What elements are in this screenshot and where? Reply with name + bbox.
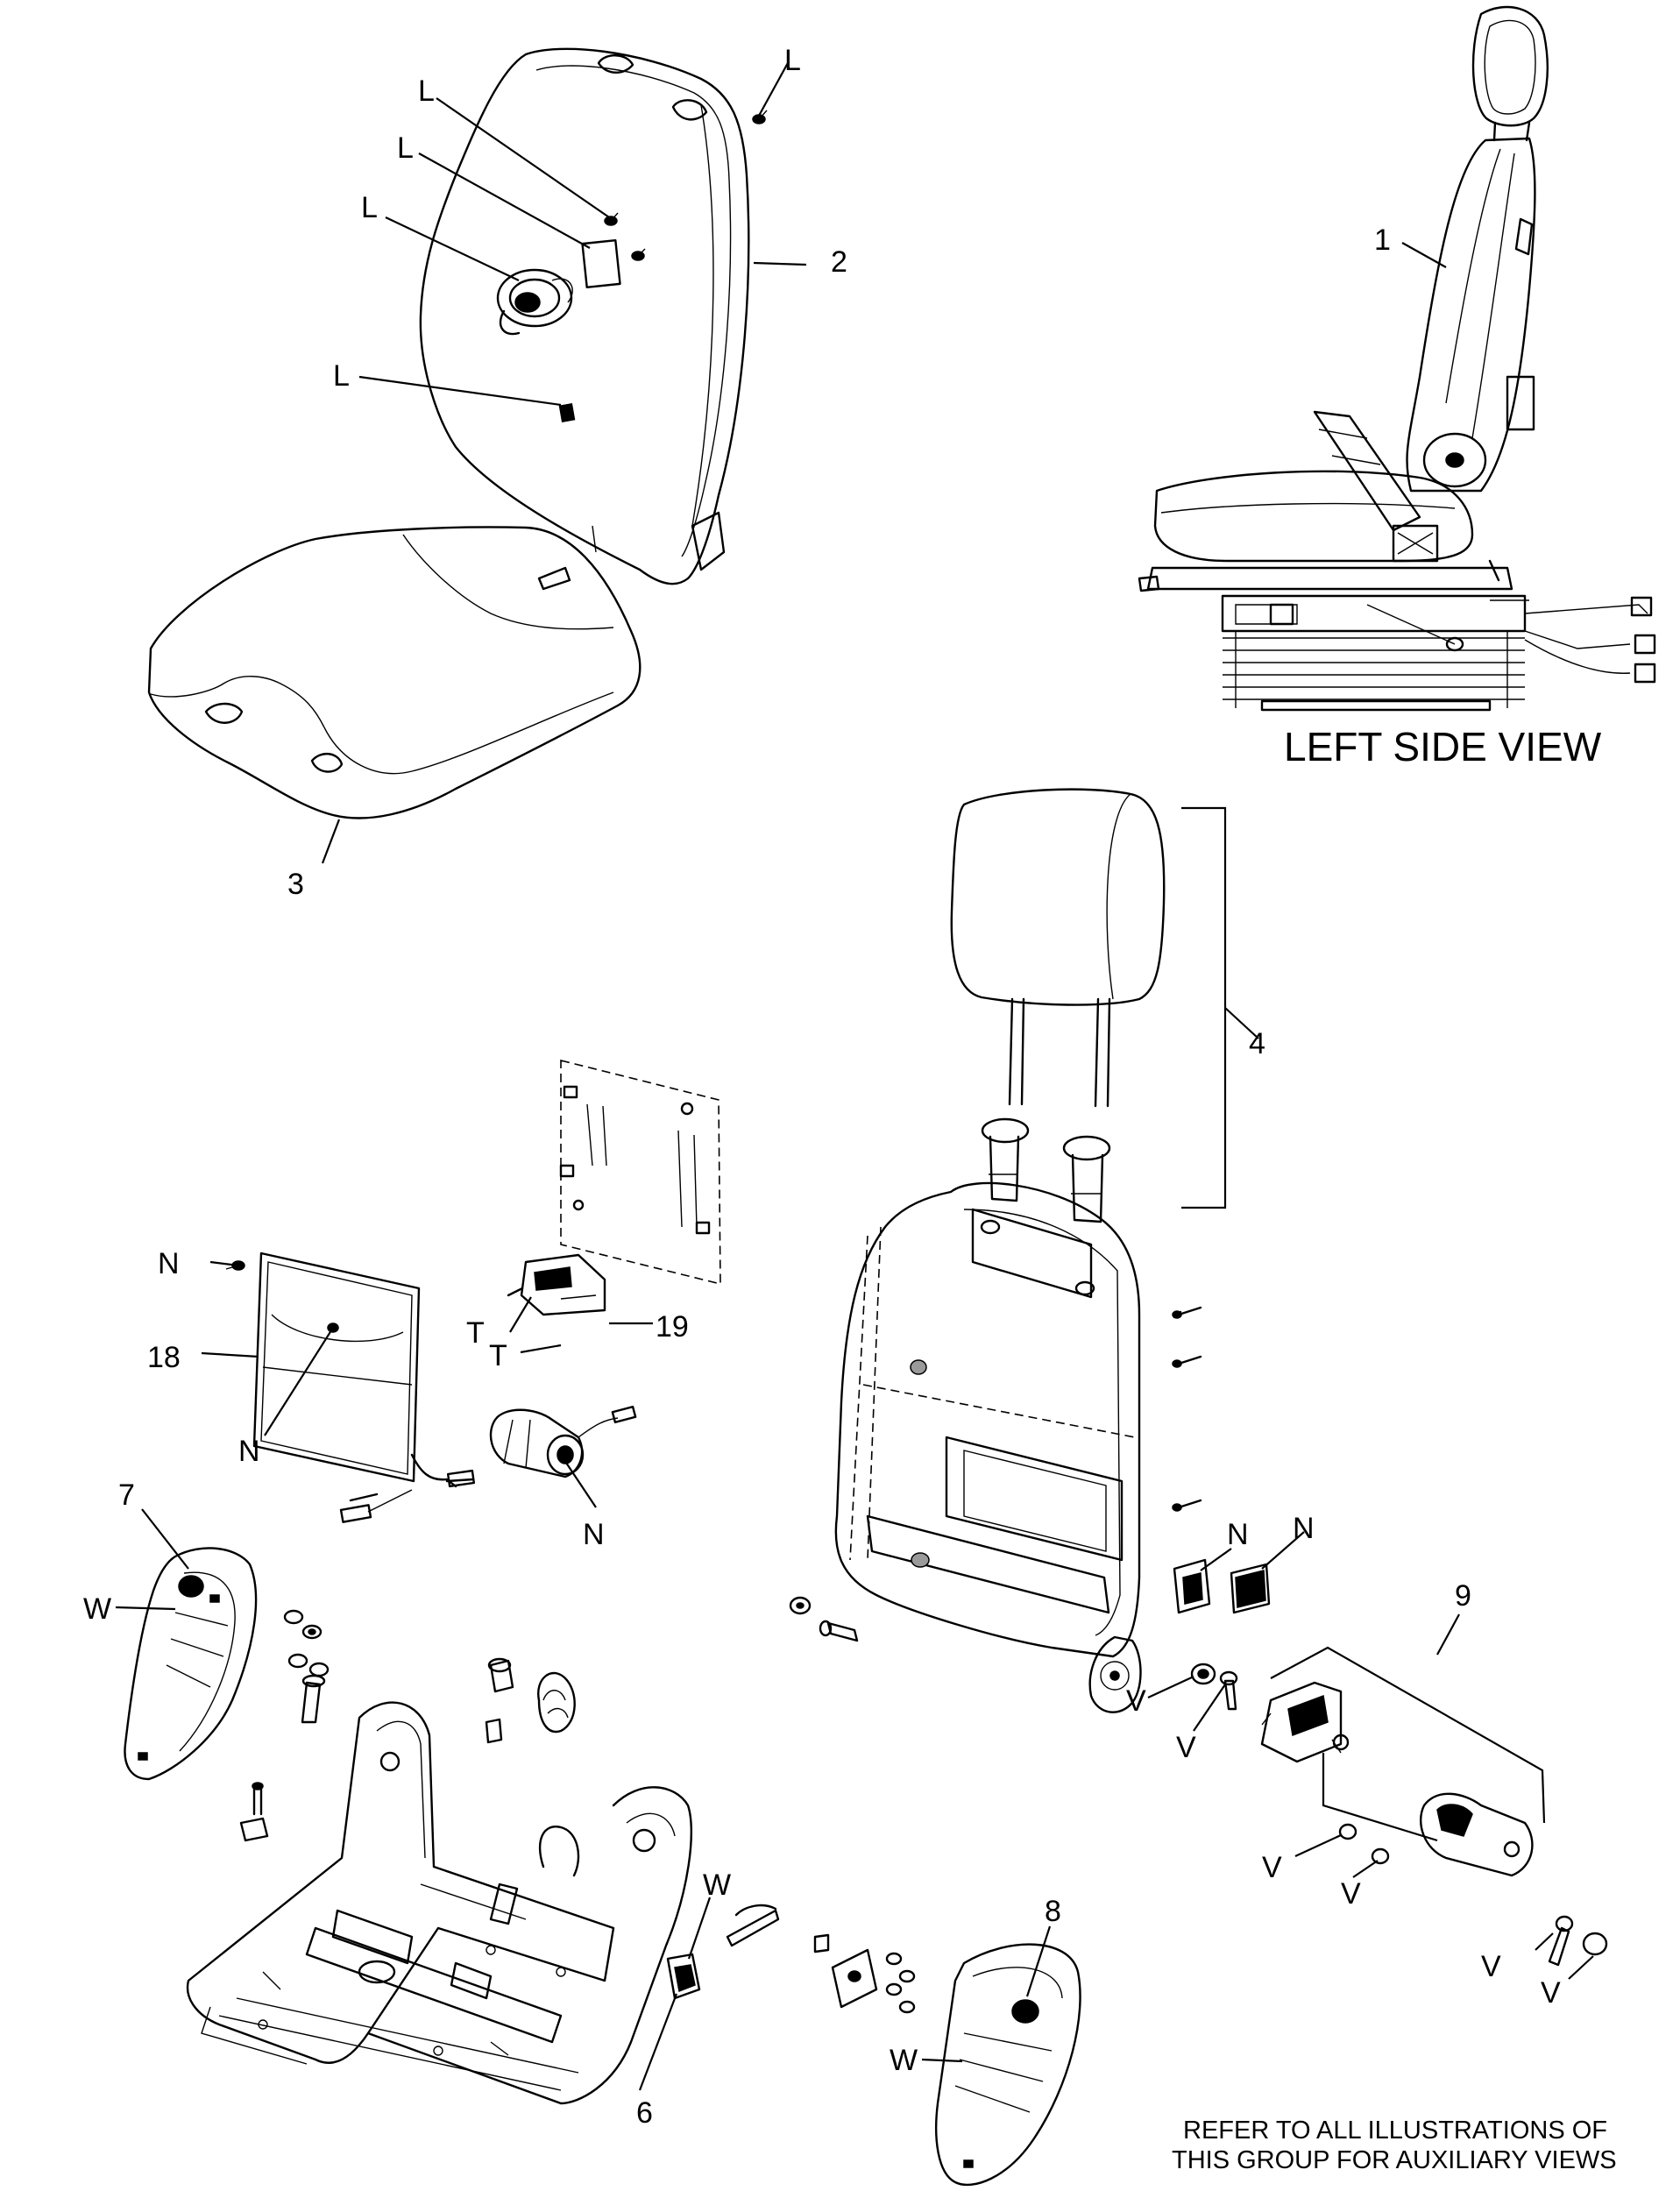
callout-18: 18	[147, 1341, 181, 1374]
code-n-4: N	[1227, 1518, 1249, 1551]
backrest-switches	[1173, 1558, 1271, 1614]
headrest-guides	[981, 1117, 1111, 1223]
code-w-2: W	[703, 1868, 731, 1902]
code-v-4: V	[1341, 1877, 1361, 1911]
auxiliary-note-line-2: THIS GROUP FOR AUXILIARY VIEWS	[1172, 2146, 1617, 2174]
back-panel	[225, 1251, 476, 1523]
leader-lines	[115, 60, 1594, 2091]
callout-9: 9	[1455, 1579, 1471, 1613]
callout-7: 7	[118, 1478, 135, 1512]
code-t-1: T	[466, 1316, 485, 1350]
headrest	[950, 788, 1259, 1223]
code-l-4: L	[361, 191, 378, 224]
lumbar-pump	[496, 268, 573, 336]
code-n-5: N	[1293, 1512, 1315, 1545]
callout-labels: 1 2 3 4 6 7 8 9 18 19 L L L L L N N N N …	[83, 44, 1617, 2174]
callout-1: 1	[1374, 223, 1391, 257]
callout-4: 4	[1249, 1027, 1265, 1060]
code-n-2: N	[238, 1435, 260, 1468]
code-v-3: V	[1262, 1851, 1282, 1884]
backrest-screws	[789, 1306, 1202, 1642]
callout-8: 8	[1045, 1895, 1061, 1928]
seat-base-frame	[186, 1701, 692, 2105]
base-hardware	[239, 1609, 916, 2014]
callout-3: 3	[287, 868, 304, 901]
code-v-5: V	[1481, 1950, 1501, 1983]
backrest-cover	[419, 47, 750, 585]
callout-2: 2	[831, 245, 847, 279]
code-w-1: W	[83, 1592, 111, 1626]
code-n-3: N	[583, 1518, 605, 1551]
code-v-6: V	[1541, 1976, 1561, 2010]
code-t-2: T	[489, 1339, 507, 1372]
switch-module	[507, 1253, 606, 1316]
control-plate	[559, 1059, 721, 1286]
code-v-2: V	[1176, 1731, 1196, 1764]
code-v-1: V	[1126, 1684, 1146, 1718]
seat-left-side-view	[1138, 5, 1656, 712]
code-l-3: L	[397, 131, 414, 165]
backrest-frame	[834, 1181, 1142, 1713]
handle	[666, 1953, 701, 2000]
code-n-1: N	[158, 1247, 180, 1280]
code-l-1: L	[784, 44, 801, 77]
cushion-cover	[147, 526, 642, 819]
left-side-view-title: LEFT SIDE VIEW	[1284, 724, 1602, 769]
lumbar-motor	[489, 1405, 637, 1478]
recliner-kit	[1190, 1646, 1608, 1967]
code-l-2: L	[418, 74, 435, 108]
callout-19: 19	[656, 1310, 689, 1344]
backrest-hardware	[496, 110, 768, 422]
code-l-5: L	[333, 359, 350, 393]
right-trim-panel	[935, 1943, 1081, 2187]
code-w-3: W	[890, 2044, 918, 2077]
left-trim-panel	[124, 1547, 258, 1781]
auxiliary-note-line-1: REFER TO ALL ILLUSTRATIONS OF	[1183, 2117, 1607, 2145]
callout-6: 6	[636, 2096, 653, 2130]
